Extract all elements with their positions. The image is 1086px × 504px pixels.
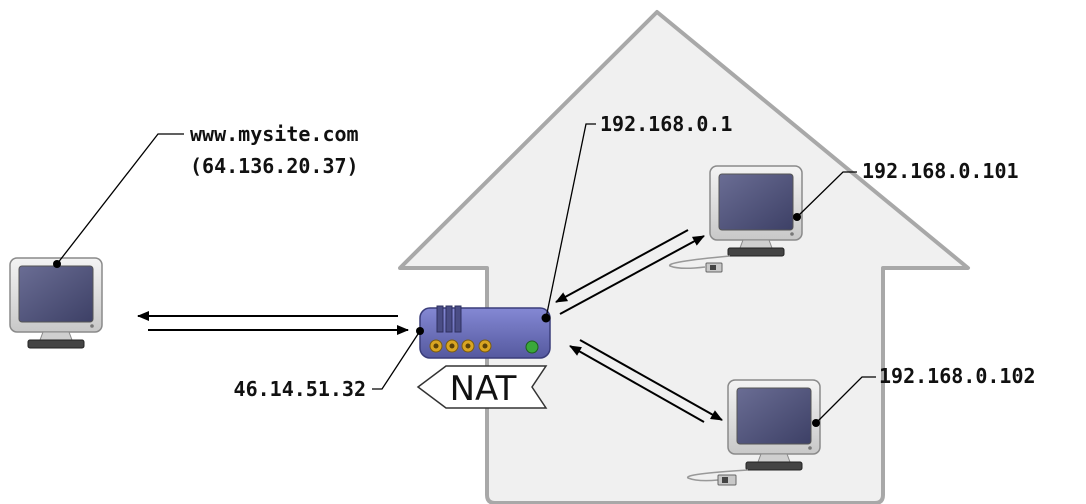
pc-2-monitor-icon	[687, 379, 821, 486]
arrow-icon	[555, 229, 689, 303]
router-status-led-icon	[525, 340, 539, 354]
internet-server-monitor-icon	[9, 257, 103, 349]
website-ip-label: (64.136.20.37)	[190, 154, 359, 178]
router-port-icon	[429, 339, 492, 353]
router-lan-ip-label: 192.168.0.1	[600, 112, 732, 136]
website-name-label: www.mysite.com	[190, 122, 359, 146]
nat-flag-icon: NAT	[416, 365, 548, 409]
website-leader-line	[56, 133, 184, 265]
router-lan-leader-line	[545, 123, 596, 319]
router-icon	[419, 305, 551, 359]
arrow-icon	[559, 235, 705, 315]
router-wan-ip-label: 46.14.51.32	[234, 377, 366, 401]
pc-1-monitor-icon	[669, 165, 803, 273]
arrow-icon	[579, 339, 723, 421]
nat-label: NAT	[450, 369, 517, 409]
pc2-ip-label: 192.168.0.102	[879, 364, 1036, 388]
pc1-ip-label: 192.168.0.101	[862, 159, 1019, 183]
pc2-leader-line	[815, 376, 876, 424]
arrow-icon	[569, 345, 705, 423]
router-wan-leader-line	[372, 330, 421, 390]
house-icon	[398, 10, 970, 504]
pc1-leader-line	[796, 171, 857, 218]
